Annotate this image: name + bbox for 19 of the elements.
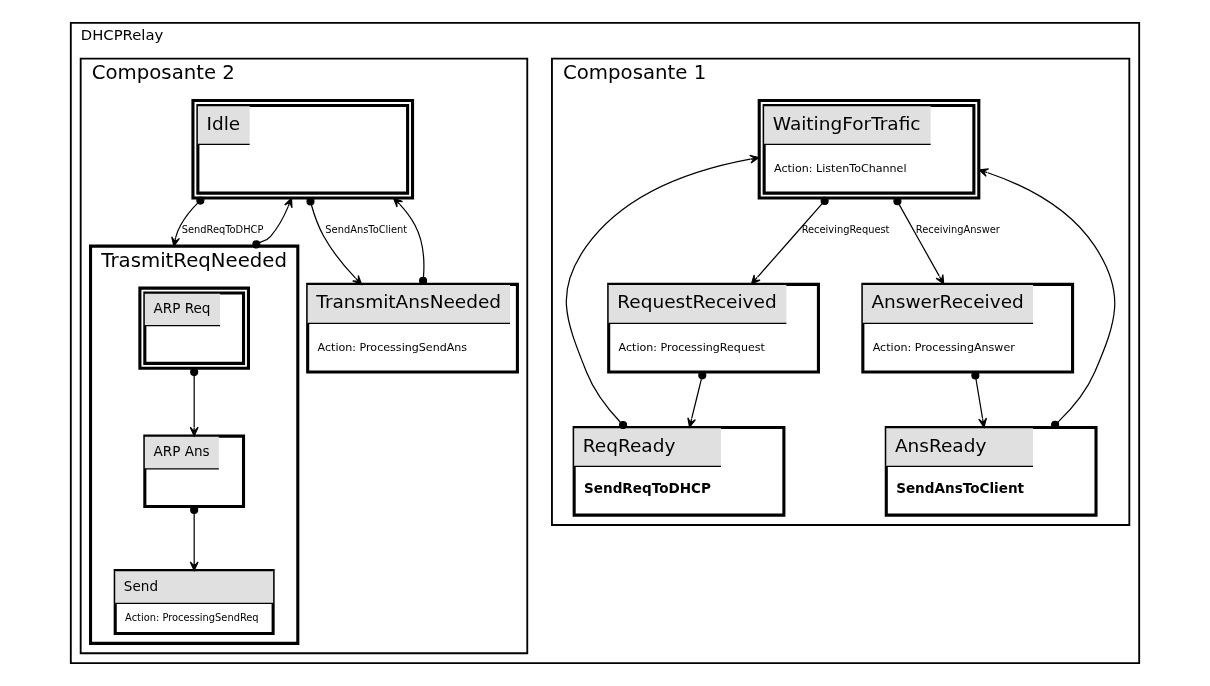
node-box: ARP Req	[138, 286, 250, 370]
arrow	[306, 197, 363, 285]
arrow	[893, 197, 945, 285]
arrow	[978, 168, 1116, 429]
arrow	[971, 371, 988, 428]
node-box: WaitingForTrafic Action: ListenToChannel	[757, 99, 981, 200]
edge-label: ReceivingAnswer	[915, 224, 1000, 236]
edge-label: SendAnsToClient	[325, 224, 408, 236]
arrow	[565, 154, 760, 430]
arrow	[189, 368, 199, 437]
arrow	[750, 196, 829, 285]
edge-label: SendReqToDHCP	[181, 224, 264, 236]
arrow	[171, 196, 205, 247]
edge-label: ReceivingRequest	[801, 224, 890, 236]
arrow	[687, 371, 707, 428]
node-box: Idle	[191, 99, 415, 200]
arrow	[393, 197, 428, 285]
arrow	[189, 505, 199, 572]
arrow	[252, 197, 293, 249]
